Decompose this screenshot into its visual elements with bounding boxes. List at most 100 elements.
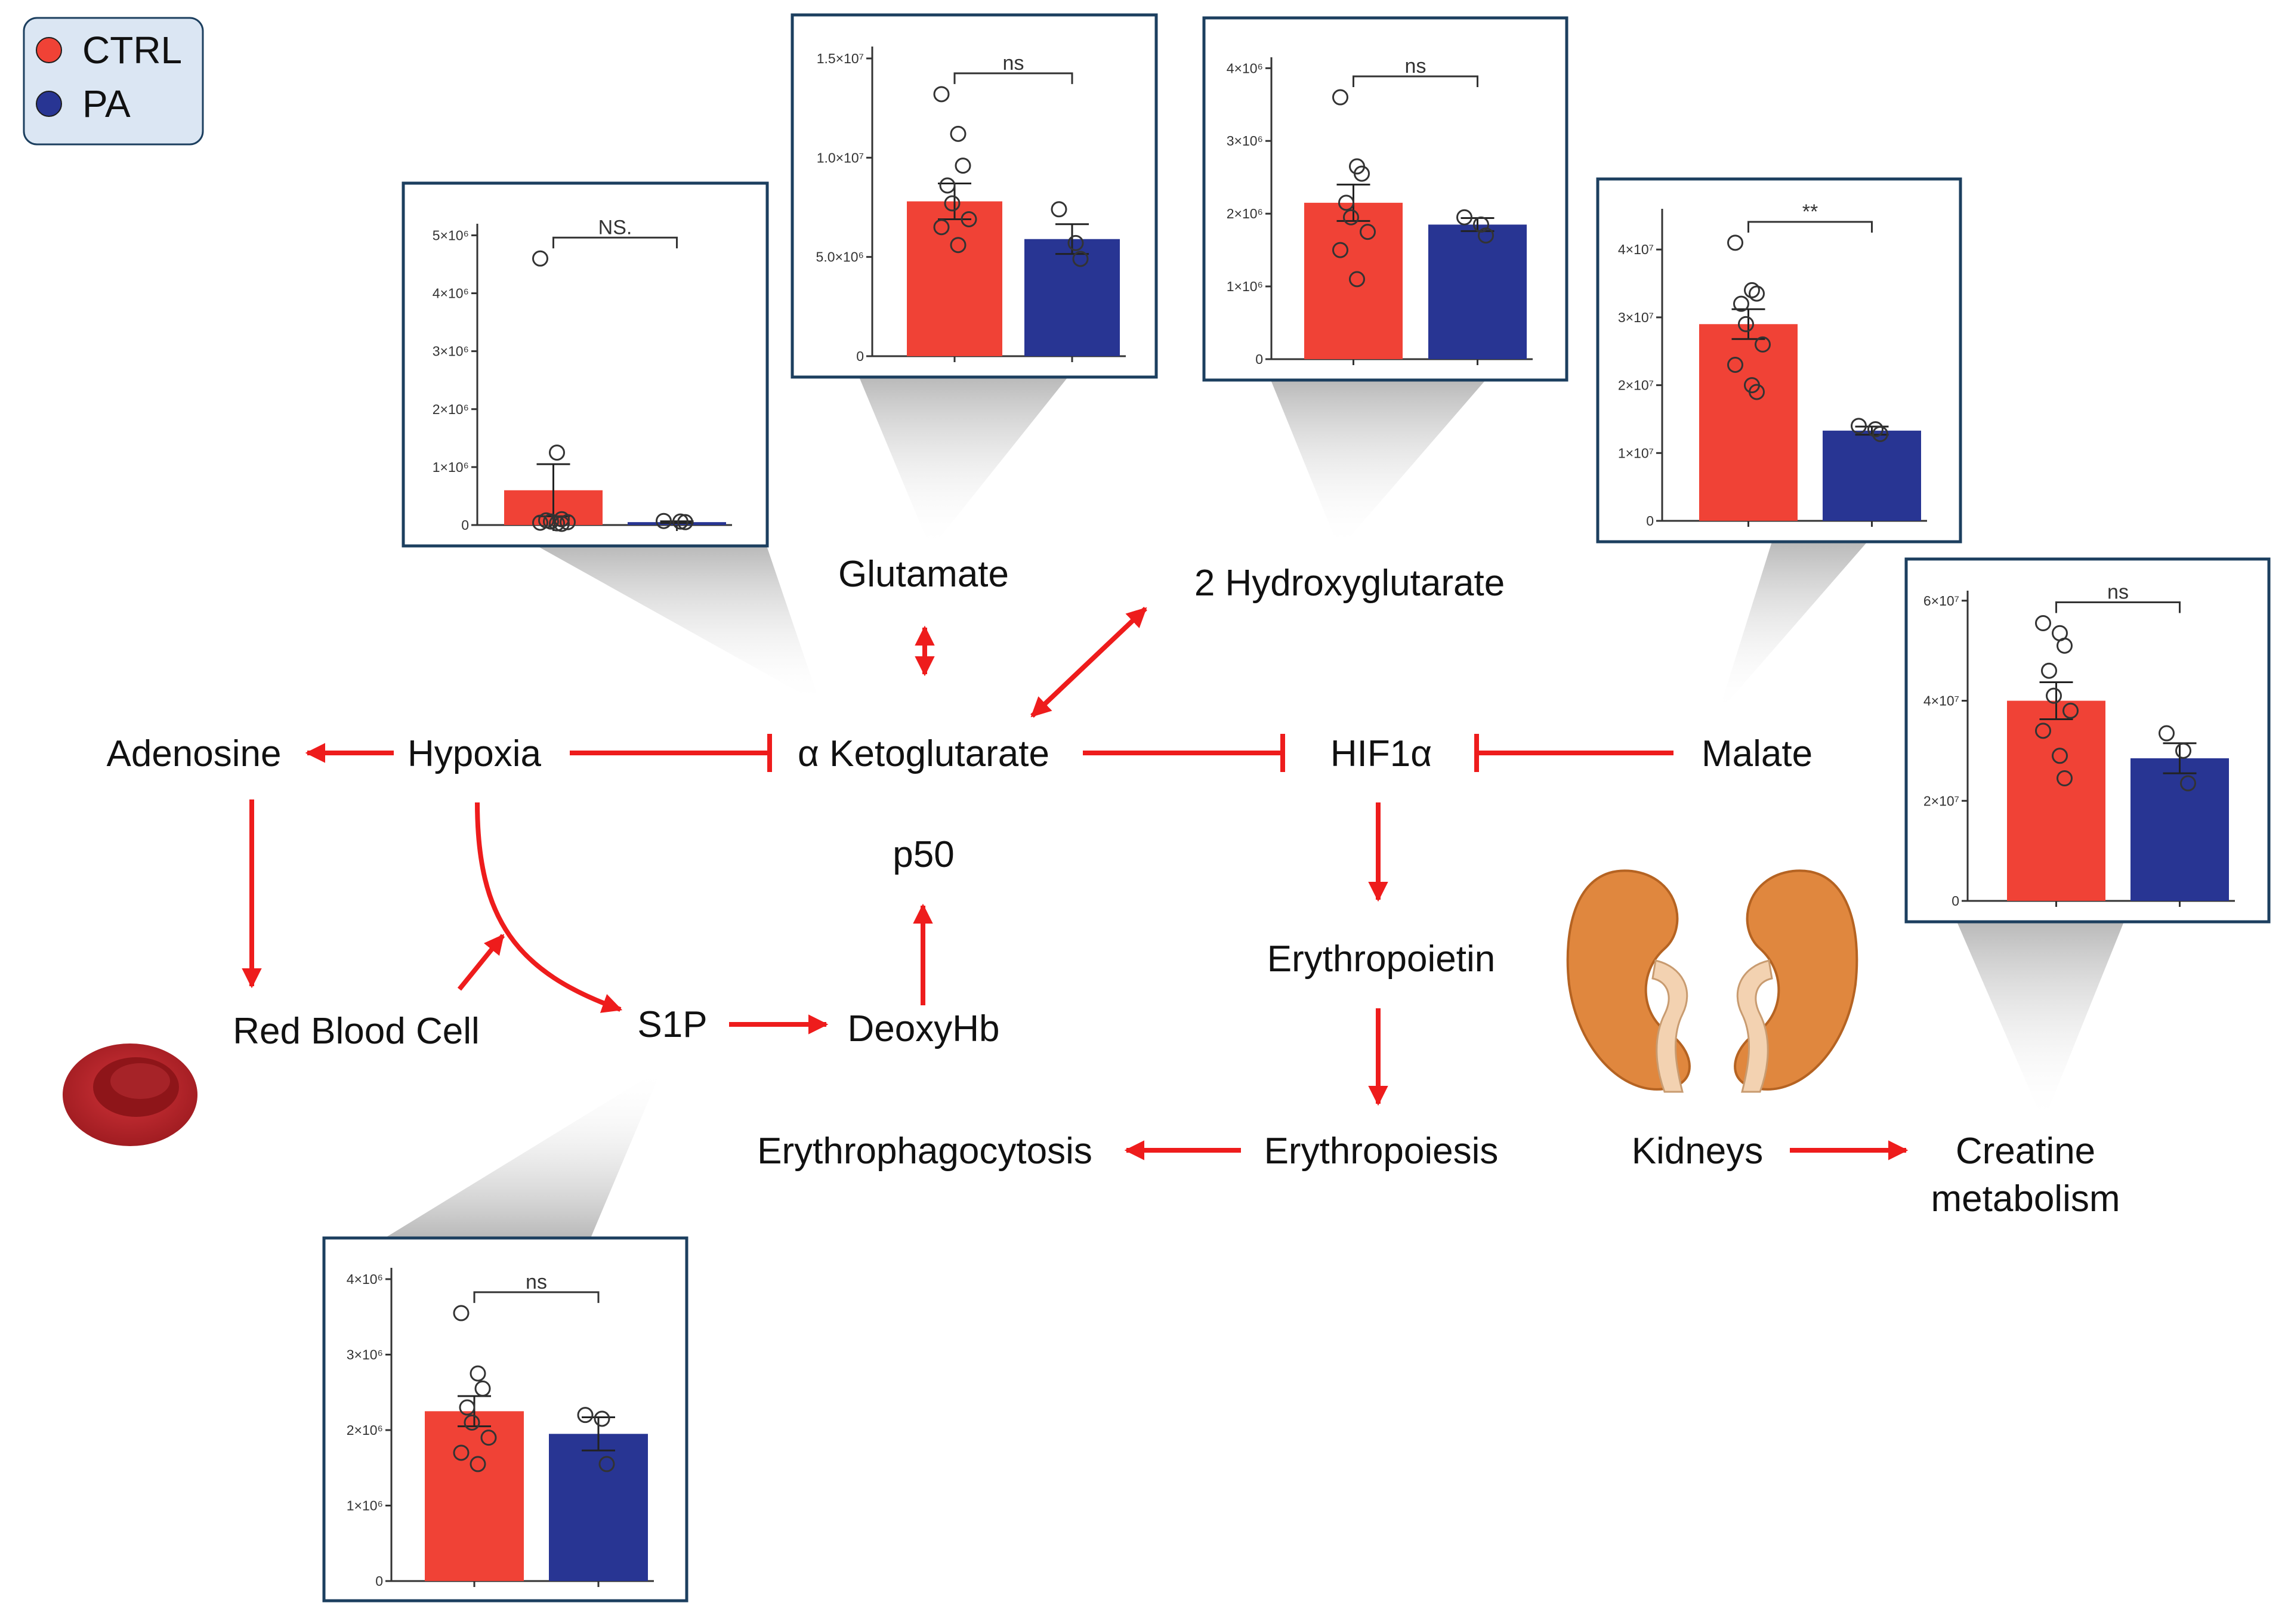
cone-glutamate [859,377,1068,549]
left-ureter [1651,959,1688,1093]
data-point [933,86,950,103]
data-point [656,512,672,529]
pa-legend-dot [36,91,62,117]
y-tick-label: 1×10⁶ [347,1498,383,1513]
data-point [1456,209,1472,226]
data-point [532,514,548,531]
y-tick-label: 2×10⁷ [1618,378,1654,393]
arrow-hydroxy-akg [1030,607,1147,718]
cone-akg [537,546,820,704]
data-point [1332,242,1348,258]
node-epo: Erythropoietin [1267,938,1496,980]
node-erythrophago: Erythrophagocytosis [757,1131,1092,1172]
y-tick-label: 5.0×10⁶ [816,249,864,265]
zoom-cones [385,377,2124,1238]
node-kidneys: Kidneys [1632,1131,1764,1172]
chart-glutamate-plot: 0 5.0×10⁶ 1.0×10⁷ 1.5×10⁷ ns [816,47,1126,364]
node-creatine-line2: metabolism [1931,1178,2120,1219]
data-point [1867,421,1883,438]
y-tick-label: 1.0×10⁷ [817,150,864,165]
y-tick-label: 0 [1646,513,1654,529]
data-point [2046,687,2062,704]
legend: CTRL PA [23,17,204,146]
significance-bracket [953,72,1073,84]
y-tick-label: 4×10⁷ [1923,693,1959,709]
data-point [1478,227,1494,244]
legend-ctrl-label: CTRL [82,29,182,72]
data-point [933,219,950,236]
significance-label: ** [1802,200,1818,223]
pathway-nodes: Adenosine Hypoxia α Ketoglutarate HIF1α … [106,554,2120,1219]
data-point [677,514,693,530]
node-adenosine: Adenosine [106,733,281,774]
data-point [1733,295,1749,312]
y-tick-label: 0 [1255,351,1263,367]
y-tick-label: 3×10⁶ [347,1347,383,1362]
bar-pa [1428,224,1527,359]
y-tick-label: 4×10⁶ [433,286,469,301]
node-hypoxia: Hypoxia [407,733,542,774]
data-point [672,513,688,530]
red-blood-cell-icon [63,1043,197,1146]
data-point [1738,316,1754,332]
chart-glutamate: 0 5.0×10⁶ 1.0×10⁷ 1.5×10⁷ ns [791,13,1158,379]
data-point [470,1365,486,1382]
kidneys-icon [1566,869,1858,1093]
significance-bracket [1747,221,1873,233]
data-point [961,211,977,227]
data-point [1755,336,1771,353]
significance-bracket [473,1291,600,1303]
data-point [1744,282,1760,298]
data-point [459,1399,475,1416]
data-point [1749,285,1765,302]
data-point [480,1430,497,1446]
cone-creatine [1957,922,2124,1122]
bar-pa [1024,239,1120,356]
y-tick-label: 0 [1952,893,1959,909]
bar-pa [2130,758,2229,901]
data-point [2180,775,2196,792]
bar-ctrl [907,201,1002,356]
data-point [598,1456,615,1472]
bar-pa [1823,430,1921,521]
data-point [554,515,570,532]
data-point [939,177,956,194]
data-point [1338,194,1354,211]
data-point [1749,384,1765,400]
bar-pa [549,1434,648,1581]
y-tick-label: 0 [461,517,469,533]
arrow-hypoxia-s1p [475,802,623,1013]
data-point [1354,165,1370,182]
data-point [944,195,961,212]
y-tick-label: 2×10⁶ [433,402,469,417]
significance-label: ns [1003,52,1024,75]
data-point [2057,770,2073,787]
node-creatine: Creatine [1956,1131,2095,1172]
y-tick-label: 1.5×10⁷ [817,51,864,66]
data-point [577,1407,594,1424]
data-point [2057,637,2073,654]
data-point [543,513,559,530]
data-point [1343,209,1359,226]
significance-label: ns [2107,581,2129,604]
significance-bracket [1353,75,1478,88]
node-rbc: Red Blood Cell [233,1011,480,1052]
y-tick-label: 1×10⁷ [1618,445,1654,461]
significance-bracket [2055,601,2181,613]
bar-ctrl [2007,700,2105,901]
data-point [1360,224,1376,240]
y-tick-label: 0 [375,1573,383,1589]
y-tick-label: 3×10⁷ [1618,310,1654,325]
legend-pa-label: PA [82,82,131,125]
data-point [1872,425,1888,442]
y-tick-label: 0 [856,348,864,364]
significance-label: NS. [598,216,632,239]
